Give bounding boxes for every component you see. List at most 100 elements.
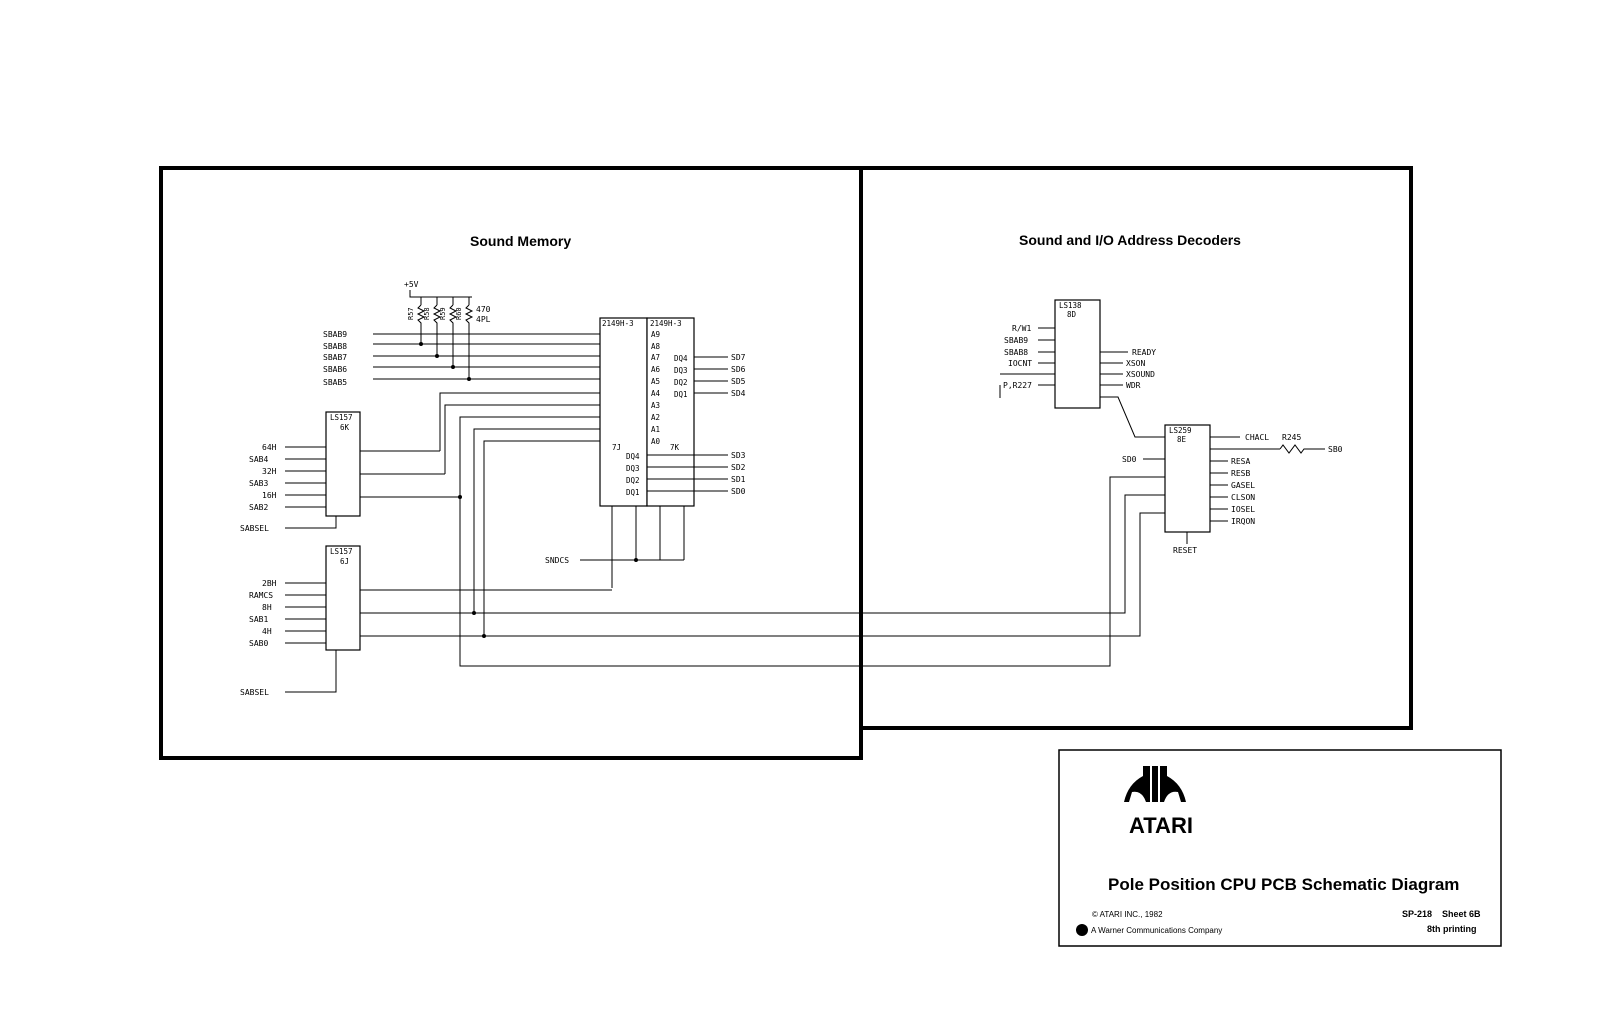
net-clson: CLSON (1231, 493, 1255, 502)
net-iosel: IOSEL (1231, 505, 1255, 514)
net-sab3: SAB3 (249, 479, 268, 488)
net-sab0: SAB0 (249, 639, 268, 648)
net-4h: 4H (262, 627, 272, 636)
pin-7k-dq3: DQ3 (674, 366, 688, 375)
pullup-r59: R59 (439, 307, 447, 320)
net-xson: XSON (1126, 359, 1145, 368)
net-reset: RESET (1173, 546, 1197, 555)
net-sd1: SD1 (731, 475, 746, 484)
ls259-ref: 8E (1177, 435, 1187, 444)
net-irqon: IRQON (1231, 517, 1255, 526)
pin-7j-dq3: DQ3 (626, 464, 640, 473)
net-sbab8: SBAB8 (323, 342, 347, 351)
pin-7j-dq2: DQ2 (626, 476, 640, 485)
pullup-r60: R60 (455, 307, 463, 320)
title-block-company: A Warner Communications Company (1091, 926, 1222, 935)
net-sndcs: SNDCS (545, 556, 569, 565)
net-resb: RESB (1231, 469, 1250, 478)
net-wdr: WDR (1126, 381, 1141, 390)
net-decoder-sbab8: SBAB8 (1004, 348, 1028, 357)
address-routing (439, 392, 1165, 667)
mux-6k-part: LS157 (330, 413, 353, 422)
net-sab4: SAB4 (249, 455, 268, 464)
net-sabsel-6j: SABSEL (240, 688, 269, 697)
title-block-copyright: © ATARI INC., 1982 (1092, 910, 1163, 919)
net-chacl: CHACL (1245, 433, 1269, 442)
pin-a4: A4 (651, 389, 661, 398)
ls138-part: LS138 (1059, 301, 1082, 310)
pin-a7: A7 (651, 353, 660, 362)
address-inputs: SBAB9 SBAB8 SBAB7 SBAB6 SBAB5 (323, 330, 600, 387)
title-block-sheet: Sheet 6B (1442, 909, 1481, 919)
mux-6k: LS157 6K 64H SAB4 32H SAB3 16H SAB2 SABS… (240, 411, 460, 533)
atari-logo: ATARI (1124, 766, 1193, 838)
pin-7k-dq4: DQ4 (674, 354, 688, 363)
ram-7k: 2149H-3 7K (646, 317, 695, 507)
net-sd6: SD6 (731, 365, 746, 374)
mux-6j: LS157 6J 2BH RAMCS 8H SAB1 4H SAB0 SABSE… (240, 545, 612, 697)
pin-a3: A3 (651, 401, 660, 410)
pin-a5: A5 (651, 377, 660, 386)
pullup-value: 470 (476, 305, 491, 314)
mux-6j-ref: 6J (340, 557, 349, 566)
pin-a8: A8 (651, 342, 661, 351)
ram-data-pins: DQ4 DQ3 DQ2 DQ1 DQ4 DQ3 DQ2 DQ1 (626, 354, 688, 497)
decoders-title: Sound and I/O Address Decoders (1019, 232, 1241, 248)
title-block-doc-number: SP-218 (1402, 909, 1432, 919)
ram-7j: 2149H-3 7J (599, 317, 648, 507)
ram-7j-part: 2149H-3 (602, 319, 634, 328)
ram-control: SNDCS (545, 506, 685, 588)
net-xsound: XSOUND (1126, 370, 1155, 379)
net-decoder-sd0: SD0 (1122, 455, 1137, 464)
net-rw1: R/W1 (1012, 324, 1031, 333)
net-sd3: SD3 (731, 451, 746, 460)
pin-a6: A6 (651, 365, 661, 374)
net-sbab5: SBAB5 (323, 378, 347, 387)
decoder-ls138: LS138 8D R/W1 SBAB9 SBAB8 IOCNT P,R227 R… (999, 299, 1165, 438)
net-sd2: SD2 (731, 463, 746, 472)
net-sbab6: SBAB6 (323, 365, 347, 374)
sound-memory-title: Sound Memory (470, 233, 571, 249)
net-sd4: SD4 (731, 389, 746, 398)
net-resa: RESA (1231, 457, 1250, 466)
net-sbab9: SBAB9 (323, 330, 347, 339)
net-pr227: P,R227 (1003, 381, 1032, 390)
title-block-printing: 8th printing (1427, 924, 1477, 934)
data-outputs: SD7 SD6 SD5 SD4 SD3 SD2 SD1 SD0 (647, 353, 746, 496)
net-sbab7: SBAB7 (323, 353, 347, 362)
net-sd7: SD7 (731, 353, 746, 362)
ls138-ref: 8D (1067, 310, 1077, 319)
net-sab2: SAB2 (249, 503, 268, 512)
pin-a1: A1 (651, 425, 660, 434)
pin-7j-dq4: DQ4 (626, 452, 640, 461)
pin-7j-dq1: DQ1 (626, 488, 640, 497)
pullup-r58: R58 (423, 307, 431, 320)
net-iocnt: IOCNT (1008, 359, 1032, 368)
net-sb0: SB0 (1328, 445, 1343, 454)
title-block (1058, 749, 1502, 947)
mux-6k-ref: 6K (340, 423, 350, 432)
ls259-part: LS259 (1169, 426, 1192, 435)
ram-7j-ref: 7J (612, 443, 621, 452)
net-2bh: 2BH (262, 579, 277, 588)
net-16h: 16H (262, 491, 277, 500)
pin-a9: A9 (651, 330, 660, 339)
pullup-note: 4PL (476, 315, 491, 324)
pullup-network: +5V R57 R58 R59 R60 470 4PL (404, 280, 491, 381)
mux-6j-part: LS157 (330, 547, 353, 556)
net-gasel: GASEL (1231, 481, 1255, 490)
decoder-frame (859, 166, 1413, 730)
net-sabsel-6k: SABSEL (240, 524, 269, 533)
net-sd0: SD0 (731, 487, 746, 496)
ram-7k-ref: 7K (670, 443, 680, 452)
warner-icon (1076, 924, 1088, 936)
pin-7k-dq2: DQ2 (674, 378, 688, 387)
supply-label: +5V (404, 280, 419, 289)
net-sab1: SAB1 (249, 615, 268, 624)
net-32h: 32H (262, 467, 277, 476)
title-block-title: Pole Position CPU PCB Schematic Diagram (1108, 875, 1459, 894)
pullup-r57: R57 (407, 307, 415, 320)
atari-wordmark: ATARI (1129, 813, 1193, 838)
pin-a2: A2 (651, 413, 660, 422)
